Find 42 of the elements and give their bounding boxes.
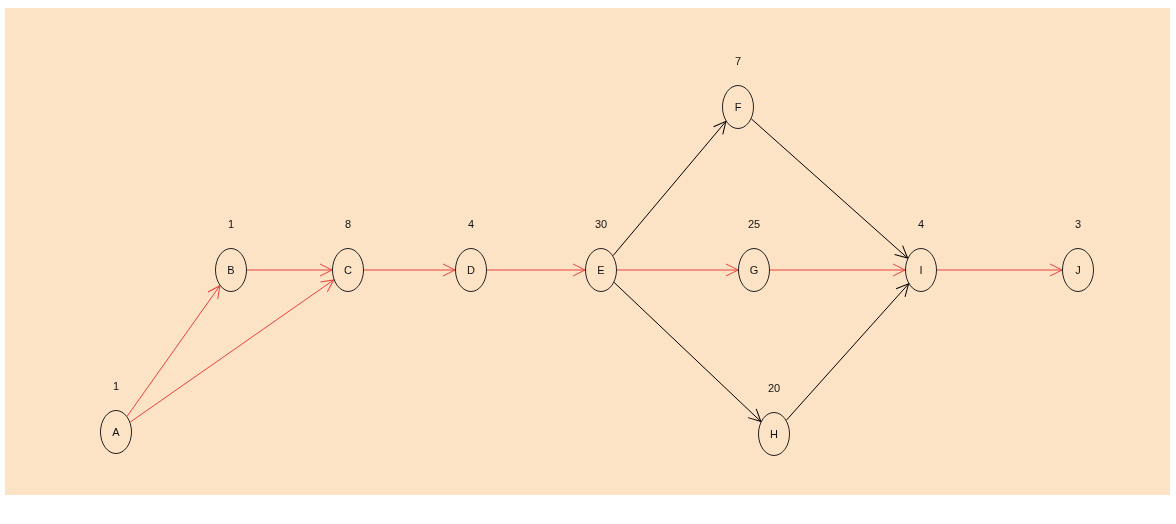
node-ellipse xyxy=(585,248,617,292)
duration-label: 30 xyxy=(593,218,609,230)
arrow xyxy=(785,283,910,421)
node-label: C xyxy=(344,264,352,276)
node-ellipse xyxy=(332,248,364,292)
node-label: H xyxy=(770,428,778,440)
duration-label: 1 xyxy=(111,380,121,392)
node-label: A xyxy=(112,426,120,438)
node-ellipse xyxy=(455,248,487,292)
node-label: D xyxy=(467,264,475,276)
node-ellipse xyxy=(738,248,770,292)
arrow xyxy=(363,263,456,277)
duration-label: 25 xyxy=(746,218,762,230)
node-label: B xyxy=(227,264,235,276)
arrow xyxy=(129,279,335,423)
node-ellipse xyxy=(100,410,132,454)
node-ellipse xyxy=(722,85,754,129)
arrow xyxy=(486,263,586,277)
node-ellipse xyxy=(215,248,247,292)
arrow xyxy=(769,263,906,277)
duration-label: 7 xyxy=(733,55,743,67)
duration-label: 4 xyxy=(466,218,476,230)
duration-label: 4 xyxy=(916,218,926,230)
node-label: J xyxy=(1075,264,1081,276)
arrow xyxy=(616,263,739,277)
node-label: I xyxy=(919,264,923,276)
arrow xyxy=(612,120,727,257)
node-ellipse xyxy=(758,412,790,456)
duration-label: 3 xyxy=(1073,218,1083,230)
arrow xyxy=(613,282,762,422)
duration-label: 20 xyxy=(766,382,782,394)
node-label: E xyxy=(597,264,605,276)
node-label: G xyxy=(749,264,759,276)
arrow xyxy=(750,118,909,259)
node-ellipse xyxy=(1062,248,1094,292)
arrow xyxy=(246,263,333,277)
node-label: F xyxy=(734,101,742,113)
node-ellipse xyxy=(905,248,937,292)
duration-label: 1 xyxy=(226,218,236,230)
duration-label: 8 xyxy=(343,218,353,230)
arrow xyxy=(936,263,1063,277)
arrow xyxy=(126,285,221,417)
